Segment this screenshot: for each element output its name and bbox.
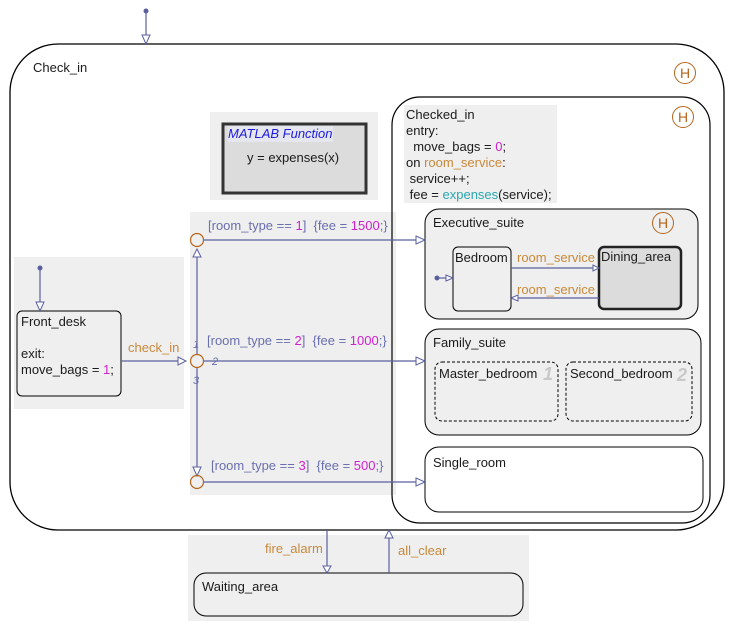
numeric-literal: 1500 xyxy=(350,218,380,233)
function-call: expenses xyxy=(442,187,499,202)
event-name: room_service xyxy=(424,155,503,170)
execution-order-1: 1 xyxy=(193,339,200,351)
state-family-suite-label[interactable]: Family_suite xyxy=(433,335,506,350)
code-text: move_bags = xyxy=(406,139,496,154)
execution-order-2: 2 xyxy=(212,356,219,368)
front-desk-region xyxy=(14,257,184,409)
arrowhead xyxy=(415,356,427,366)
front-desk-exit-label: exit: xyxy=(21,346,45,361)
numeric-literal: 1 xyxy=(295,218,303,233)
code-text: ; xyxy=(110,362,114,377)
checked-in-entry-label: entry: xyxy=(406,123,439,138)
code-text: ; xyxy=(502,139,507,154)
code-text: : xyxy=(502,155,506,170)
state-front-desk-label[interactable]: Front_desk xyxy=(21,314,87,329)
transition-label-room-service-1[interactable]: room_service xyxy=(517,250,596,265)
numeric-literal: 500 xyxy=(353,458,376,473)
transition-label-fire-alarm[interactable]: fire_alarm xyxy=(265,541,323,556)
transition-label-all-clear[interactable]: all_clear xyxy=(398,543,447,558)
numeric-literal: 1 xyxy=(103,362,111,377)
action-text: ;} xyxy=(379,218,388,233)
transition-label-room-service-2[interactable]: room_service xyxy=(517,282,596,297)
parallel-order-2: 2 xyxy=(677,365,688,385)
action-text: {fee = xyxy=(316,458,354,473)
state-check-in-label[interactable]: Check_in xyxy=(33,60,88,75)
junction-region xyxy=(190,212,396,495)
parallel-order-1: 1 xyxy=(543,364,554,384)
code-text: fee = xyxy=(406,187,443,202)
front-desk-exit-action: move_bags = 1; xyxy=(21,362,114,378)
checked-in-entry-action: move_bags = 0; xyxy=(406,139,506,155)
code-text: (service); xyxy=(498,187,552,202)
state-master-bedroom-label[interactable]: Master_bedroom xyxy=(439,366,538,381)
waiting-area-region xyxy=(188,535,529,621)
arrowhead xyxy=(445,274,455,282)
guard-text: ] xyxy=(302,218,307,233)
state-dining-area-label[interactable]: Dining_area xyxy=(601,249,672,264)
numeric-literal: 1000 xyxy=(349,333,379,348)
numeric-literal: 0 xyxy=(495,139,503,154)
action-text: ;} xyxy=(378,333,387,348)
arrowhead xyxy=(141,34,151,46)
checked-in-on-action-1: service++; xyxy=(406,171,470,186)
guard-text: [room_type == xyxy=(207,333,295,348)
numeric-literal: 2 xyxy=(294,333,302,348)
checked-in-on-action-2: fee = expenses(service); xyxy=(406,187,552,203)
guard-text: [room_type == xyxy=(211,458,299,473)
guard-text: [room_type == xyxy=(208,218,296,233)
action-text: ;} xyxy=(375,458,384,473)
state-executive-suite-label[interactable]: Executive_suite xyxy=(433,215,525,230)
history-junction-executive-suite[interactable]: H xyxy=(652,212,674,234)
state-waiting-area-label[interactable]: Waiting_area xyxy=(202,579,279,594)
guard-text: ] xyxy=(301,333,306,348)
transition-label-branch-2[interactable]: [room_type == 2] {fee = 1000;} xyxy=(207,333,387,349)
state-single-room-label[interactable]: Single_room xyxy=(433,455,506,470)
transition-label-branch-3[interactable]: [room_type == 3] {fee = 500;} xyxy=(211,458,383,474)
history-junction-check-in[interactable]: H xyxy=(674,62,696,84)
execution-order-3: 3 xyxy=(193,375,200,387)
state-second-bedroom-label[interactable]: Second_bedroom xyxy=(570,366,673,381)
default-transition-dot xyxy=(434,275,440,281)
numeric-literal: 3 xyxy=(298,458,306,473)
arrowhead xyxy=(415,235,427,245)
checked-in-on-event: on room_service: xyxy=(406,155,506,171)
code-text: on xyxy=(406,155,425,170)
transition-label-check-in[interactable]: check_in xyxy=(128,340,180,355)
history-junction-checked-in[interactable]: H xyxy=(672,106,694,128)
matlab-function-kind-text: MATLAB Function xyxy=(228,126,333,141)
code-text: move_bags = xyxy=(21,362,104,377)
matlab-function-kind: MATLAB Function xyxy=(228,126,333,142)
state-bedroom-label[interactable]: Bedroom xyxy=(455,250,508,265)
arrowhead xyxy=(415,477,427,487)
action-text: {fee = xyxy=(313,218,351,233)
action-text: {fee = xyxy=(312,333,350,348)
matlab-function-signature[interactable]: y = expenses(x) xyxy=(247,150,340,165)
state-checked-in-label[interactable]: Checked_in xyxy=(406,107,475,122)
default-transition-dot xyxy=(143,8,149,14)
guard-text: ] xyxy=(305,458,310,473)
transition-label-branch-1[interactable]: [room_type == 1] {fee = 1500;} xyxy=(208,218,388,234)
